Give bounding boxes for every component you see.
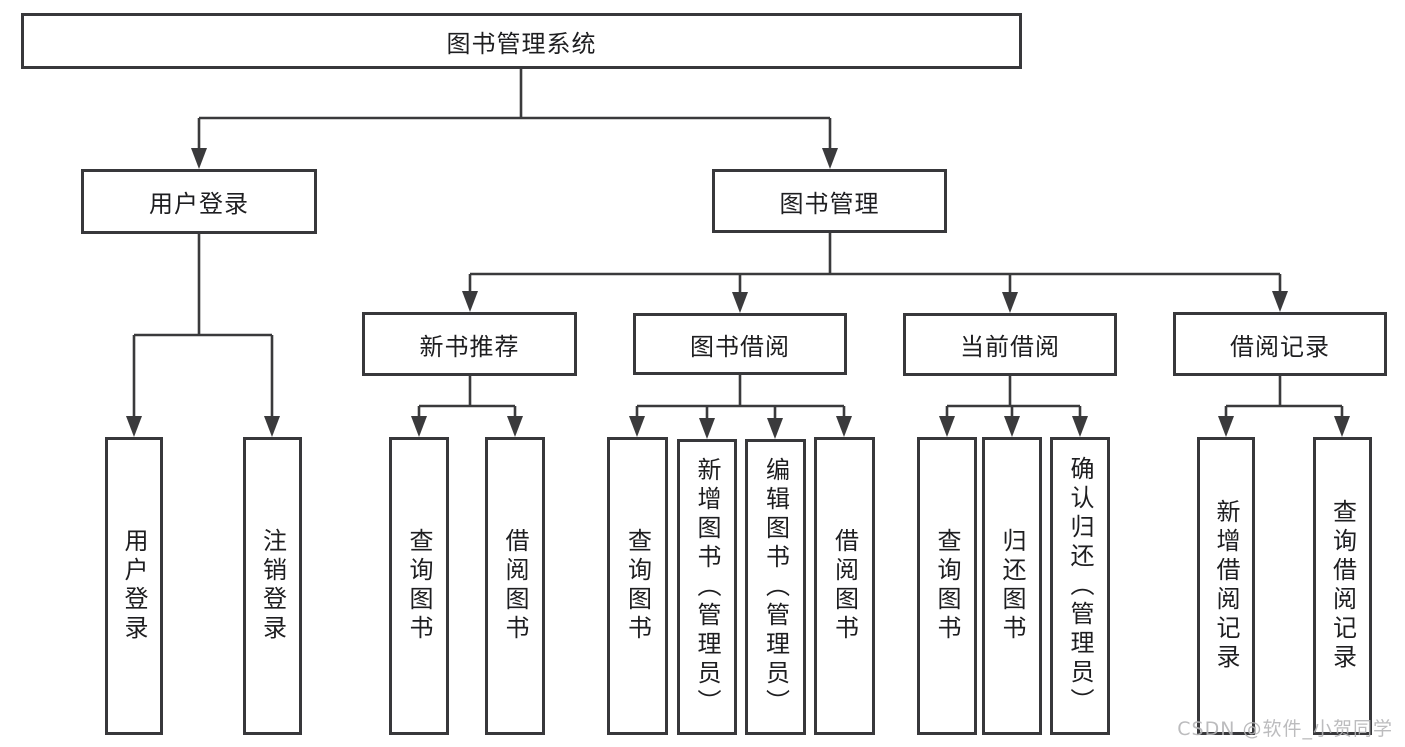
node-book-management: 图书管理 [712,169,947,233]
leaf-newbooks-borrow-label: 借阅图书 [501,528,529,644]
leaf-user-login-label: 用户登录 [120,528,148,644]
connector-newbooks-to-leaves [417,376,517,420]
leaf-logout: 注销登录 [243,437,302,735]
leaf-newbooks-borrow: 借阅图书 [485,437,545,735]
leaf-borrow-edit-book-admin-label: 编辑图书（管理员） [761,456,790,718]
leaf-current-query-label: 查询图书 [933,528,961,644]
leaf-current-query: 查询图书 [917,437,977,735]
leaf-records-query: 查询借阅记录 [1313,437,1372,735]
leaf-borrow-edit-book-admin: 编辑图书（管理员） [745,439,806,735]
node-current-borrow: 当前借阅 [903,313,1117,376]
csdn-watermark: CSDN @软件_小贺同学 [1177,718,1393,740]
leaf-borrow-borrow-book-label: 借阅图书 [830,528,859,644]
leaf-borrow-borrow-book: 借阅图书 [814,437,875,735]
leaf-borrow-query: 查询图书 [607,437,668,735]
leaf-user-login: 用户登录 [105,437,163,735]
connector-records-to-leaves [1224,376,1344,420]
connector-currentborrow-to-leaves [945,376,1082,420]
leaf-newbooks-query: 查询图书 [389,437,449,735]
node-user-login: 用户登录 [81,169,317,234]
leaf-records-add-label: 新增借阅记录 [1212,499,1240,673]
connector-root-to-level2 [197,69,832,152]
node-borrow-records: 借阅记录 [1173,312,1387,376]
node-book-borrow: 图书借阅 [633,313,847,375]
leaf-current-confirm-return-admin: 确认归还（管理员） [1050,437,1110,735]
connector-bookmgmt-to-level3 [468,233,1282,296]
leaf-borrow-add-book-admin: 新增图书（管理员） [677,439,737,735]
node-book-management-label: 图书管理 [779,189,880,218]
node-user-login-label: 用户登录 [149,190,249,218]
leaf-current-return: 归还图书 [982,437,1042,735]
leaf-records-add: 新增借阅记录 [1197,437,1255,735]
node-root-system-label: 图书管理系统 [446,29,597,58]
leaf-current-return-label: 归还图书 [998,528,1026,644]
connector-bookborrow-to-leaves [635,374,846,422]
leaf-borrow-add-book-admin-label: 新增图书（管理员） [693,456,721,718]
connector-userlogin-to-leaves [132,234,274,420]
node-book-borrow-label: 图书借阅 [690,332,790,361]
node-current-borrow-label: 当前借阅 [960,333,1060,361]
arrowheads [126,148,1350,439]
node-root-system: 图书管理系统 [21,13,1022,69]
leaf-logout-label: 注销登录 [258,528,287,644]
leaf-current-confirm-return-admin-label: 确认归还（管理员） [1066,455,1094,717]
leaf-newbooks-query-label: 查询图书 [405,528,433,644]
node-new-book-recommend: 新书推荐 [362,312,577,376]
node-new-book-recommend-label: 新书推荐 [419,332,520,361]
leaf-borrow-query-label: 查询图书 [623,528,652,644]
leaf-records-query-label: 查询借阅记录 [1328,499,1357,673]
node-borrow-records-label: 借阅记录 [1230,332,1330,361]
